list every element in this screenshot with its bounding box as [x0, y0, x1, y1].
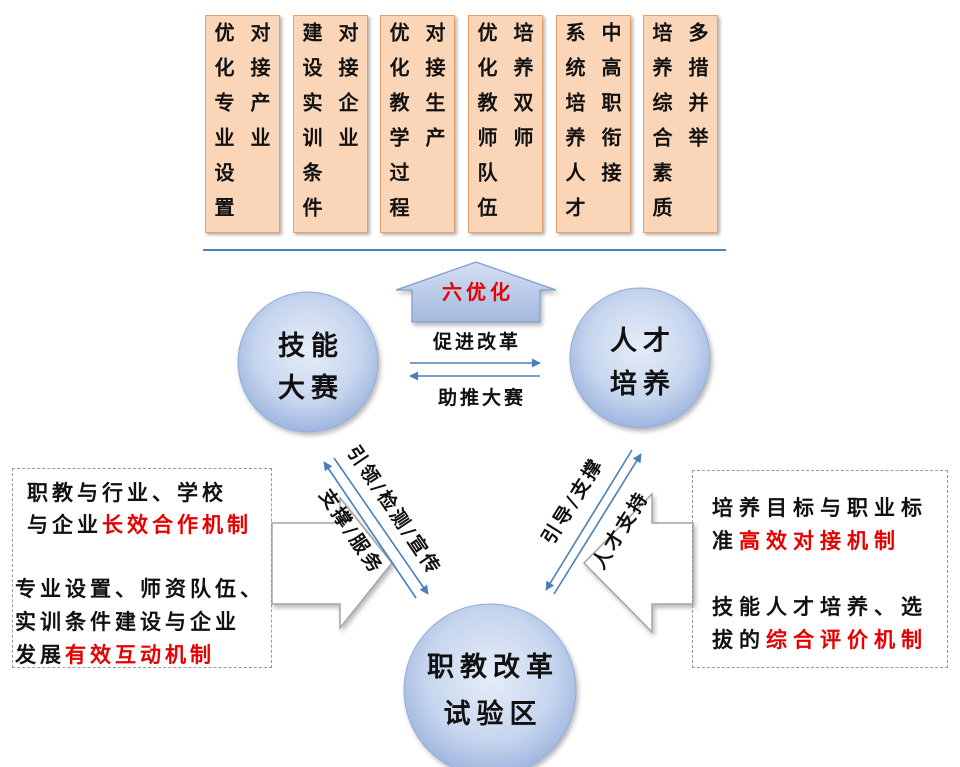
reform-zone-node: 职教改革 试验区: [403, 603, 577, 767]
top-box-3: 对接生产 优化教学过程: [380, 15, 455, 233]
left-panel-item1-line1: 职教与行业、学校: [27, 481, 227, 505]
top-box-3-right-column: 对接生产: [422, 22, 446, 162]
talent-cultivation-label-line2: 培养: [610, 368, 676, 400]
reform-zone-circle: [403, 603, 577, 767]
right-path-label-a: 引导/支撑: [537, 453, 608, 548]
top-box-2: 对接企业 建设实训条件: [293, 15, 368, 233]
left-panel-item2-line3: 发展有效互动机制: [15, 643, 215, 667]
top-arrow-label: 促进改革: [432, 330, 521, 353]
left-panel-item1-line2-text: 与企业: [27, 513, 102, 537]
left-panel-item2-highlight: 有效互动机制: [65, 643, 215, 667]
left-panel-item2-line3-text: 发展: [15, 643, 65, 667]
reform-zone-label-line2: 试验区: [444, 698, 543, 730]
skills-competition-label-line1: 技能: [278, 330, 344, 362]
upward-block-arrow: [395, 261, 557, 323]
right-panel-item2-line1: 技能人才培养、选: [712, 595, 928, 619]
left-panel-item2-line1: 专业设置、师资队伍、: [15, 577, 265, 601]
talent-cultivation-circle: [569, 287, 711, 429]
top-box-5-right-column: 中高职衔接: [598, 22, 622, 197]
top-box-5: 中高职衔接 系统培养人才: [556, 15, 631, 233]
arrow-talent-to-reform: [545, 449, 633, 591]
right-panel-item2-highlight: 综合评价机制: [766, 628, 928, 652]
right-panel-item1-line1: 培养目标与职业标: [712, 496, 928, 520]
talent-cultivation-node: 人才 培养: [569, 287, 711, 429]
top-box-2-right-column: 对接企业: [335, 22, 359, 162]
left-panel-item2-line2: 实训条件建设与企业: [15, 610, 240, 634]
skills-competition-label-line2: 大赛: [278, 372, 344, 404]
upward-arrow-label: 六优化: [442, 280, 514, 304]
right-panel-item1-highlight: 高效对接机制: [739, 529, 901, 553]
reform-zone-label-line1: 职教改革: [427, 652, 559, 683]
talent-cultivation-label-line1: 人才: [610, 326, 676, 357]
left-hollow-arrow: [271, 495, 393, 631]
skills-competition-circle: [237, 291, 379, 433]
arrow-skills-to-reform: [333, 457, 429, 595]
top-box-6-right-column: 多措并举: [685, 22, 709, 162]
top-box-4: 培养双师 优化教师队伍: [468, 15, 543, 233]
skills-competition-node: 技能 大赛: [237, 291, 379, 433]
top-box-1-left-column: 优化专业设置: [211, 22, 235, 232]
top-box-6: 多措并举 培养综合素质: [643, 15, 718, 233]
left-panel-item1-line2: 与企业长效合作机制: [27, 513, 252, 537]
top-box-4-left-column: 优化教师队伍: [474, 22, 498, 232]
right-hollow-arrow: [582, 492, 694, 634]
top-box-2-left-column: 建设实训条件: [299, 22, 323, 232]
right-panel-item1-line2: 准高效对接机制: [712, 529, 901, 553]
top-box-3-left-column: 优化教学过程: [386, 22, 410, 232]
left-panel-item1-highlight: 长效合作机制: [102, 513, 252, 537]
arrow-reform-to-talent: [553, 453, 642, 595]
top-box-6-left-column: 培养综合素质: [649, 22, 673, 232]
bottom-arrow-label: 助推大赛: [438, 386, 526, 409]
right-panel-item1-line2-text: 准: [712, 529, 739, 553]
top-box-1-right-column: 对接产业: [247, 22, 271, 162]
right-panel-item2-line2: 拔的综合评价机制: [712, 628, 928, 652]
top-box-1: 对接产业 优化专业设置: [205, 15, 280, 233]
arrow-reform-to-skills: [323, 461, 417, 599]
left-mechanism-panel: 职教与行业、学校 与企业长效合作机制 专业设置、师资队伍、 实训条件建设与企业 …: [12, 468, 272, 668]
right-mechanism-panel: 培养目标与职业标 准高效对接机制 技能人才培养、选 拔的综合评价机制: [692, 470, 948, 668]
top-box-5-left-column: 系统培养人才: [562, 22, 586, 232]
right-panel-item2-line2-text: 拔的: [712, 628, 766, 652]
top-box-4-right-column: 培养双师: [510, 22, 534, 162]
